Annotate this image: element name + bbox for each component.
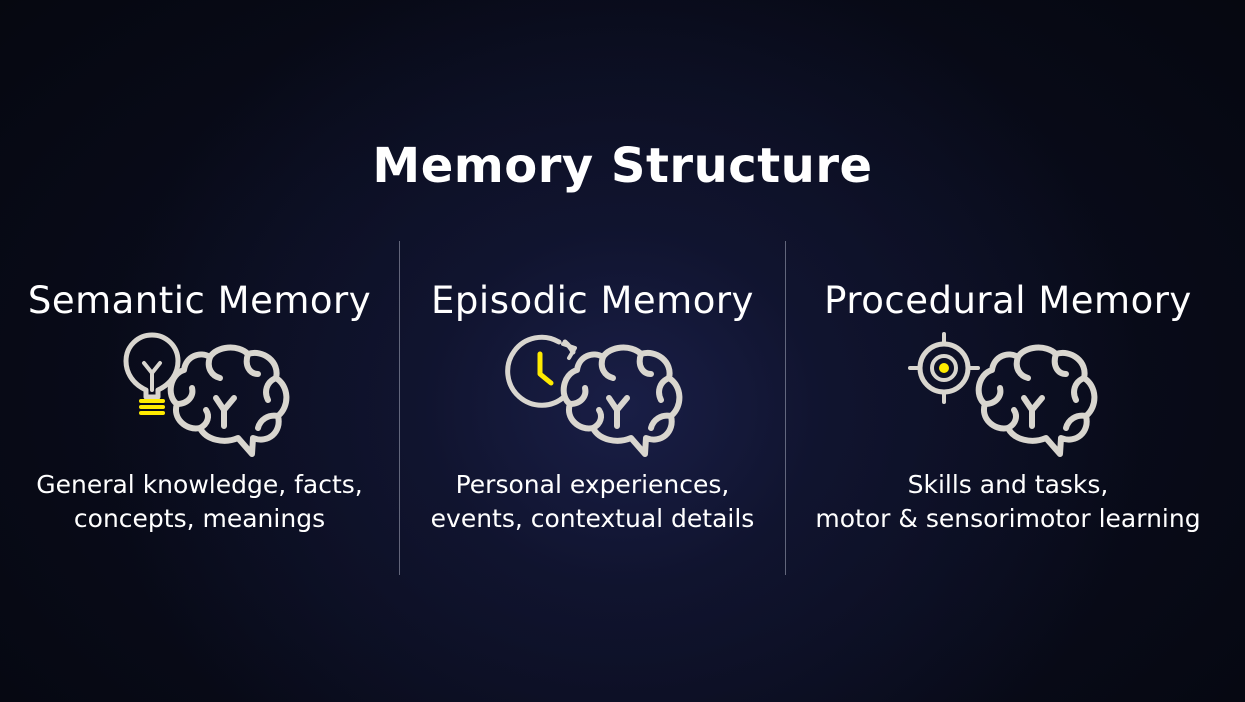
column-divider-2 [785, 241, 786, 575]
procedural-memory-title: Procedural Memory [824, 279, 1192, 322]
semantic-memory-title: Semantic Memory [27, 279, 372, 322]
procedural-desc-line-1: Skills and tasks, [907, 470, 1109, 499]
semantic-desc-line-2: concepts, meanings [73, 504, 326, 533]
semantic-desc-line-1: General knowledge, facts, [36, 470, 363, 499]
slide-title: Memory Structure [372, 138, 873, 194]
brain-icon [560, 344, 682, 457]
episodic-desc-line-1: Personal experiences, [455, 470, 730, 499]
brain-icon [975, 344, 1098, 457]
procedural-desc-line-2: motor & sensorimotor learning [815, 504, 1201, 533]
clock-icon [504, 334, 577, 408]
target-icon [908, 332, 980, 404]
target-brain-icon [908, 330, 1108, 458]
column-divider-1 [399, 241, 400, 575]
procedural-memory-column: Procedural Memory [786, 276, 1230, 536]
semantic-memory-column: Semantic Memory [0, 276, 399, 536]
lightbulb-icon [123, 332, 180, 415]
lightbulb-brain-icon [100, 330, 300, 458]
episodic-memory-description: Personal experiences, events, contextual… [400, 468, 785, 536]
clock-brain-icon [493, 330, 693, 458]
brain-icon [167, 344, 289, 457]
procedural-memory-description: Skills and tasks, motor & sensorimotor l… [786, 468, 1230, 536]
episodic-memory-column: Episodic Memory [400, 276, 785, 536]
semantic-memory-description: General knowledge, facts, concepts, mean… [0, 468, 399, 536]
episodic-desc-line-2: events, contextual details [430, 504, 755, 533]
episodic-memory-title: Episodic Memory [431, 279, 754, 322]
